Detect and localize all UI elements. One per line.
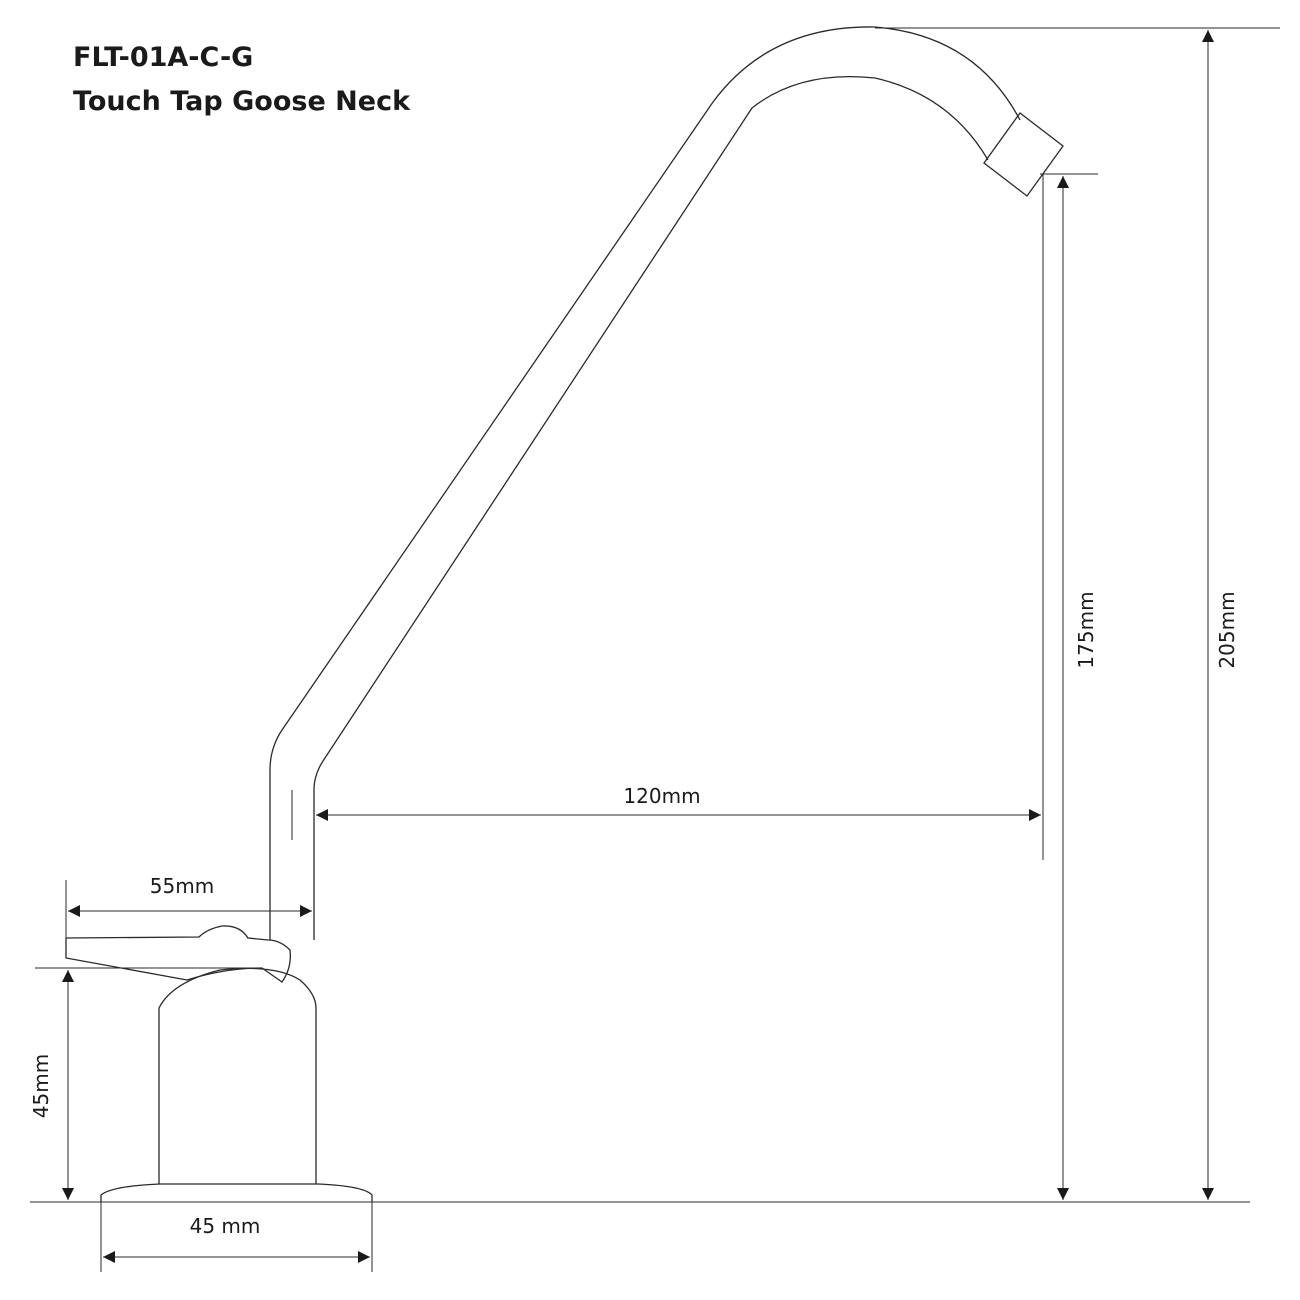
dim-lever-length: 55mm bbox=[65, 874, 312, 940]
faucet-body bbox=[158, 967, 317, 1184]
dim-spout-height-label: 175mm bbox=[1074, 591, 1098, 668]
model-code: FLT-01A-C-G bbox=[73, 42, 254, 73]
dim-reach-label: 120mm bbox=[623, 784, 700, 808]
spout-inner bbox=[313, 75, 989, 940]
dim-lever-length-label: 55mm bbox=[150, 874, 214, 898]
dim-base-height: 45mm bbox=[29, 967, 260, 1200]
dim-base-width-label: 45 mm bbox=[190, 1214, 261, 1238]
lever-handle bbox=[65, 925, 291, 983]
nozzle bbox=[983, 112, 1064, 197]
dim-base-height-label: 45mm bbox=[29, 1054, 53, 1118]
product-name: Touch Tap Goose Neck bbox=[73, 86, 411, 117]
dim-base-width: 45 mm bbox=[100, 1202, 373, 1272]
base-plate bbox=[100, 1183, 373, 1202]
faucet-outline bbox=[30, 26, 1250, 1203]
spout-outer bbox=[269, 26, 1021, 940]
dim-total-height: 205mm bbox=[875, 27, 1280, 1200]
dim-spout-height: 175mm bbox=[1040, 173, 1098, 1200]
dim-reach: 120mm bbox=[291, 784, 1041, 840]
dim-total-height-label: 205mm bbox=[1215, 591, 1239, 668]
